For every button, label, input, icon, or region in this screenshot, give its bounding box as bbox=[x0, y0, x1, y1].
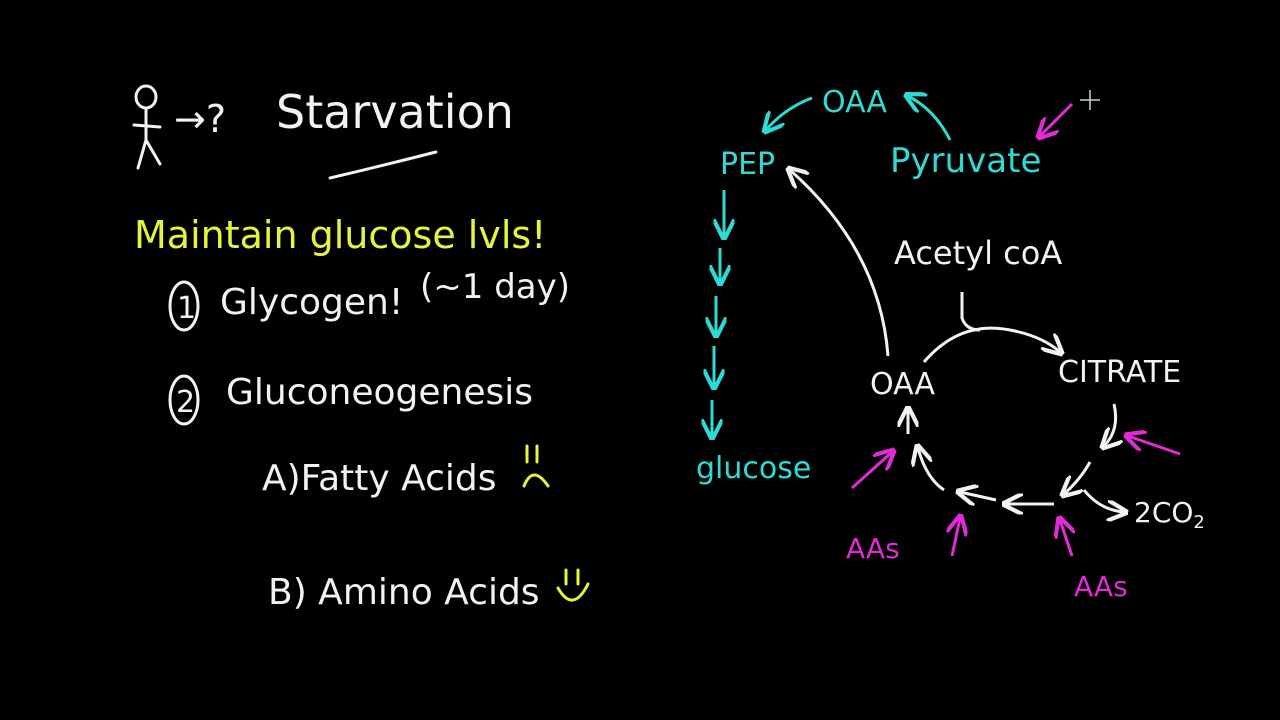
arrow-oaa-to-pep-long bbox=[790, 170, 890, 357]
item1-number: 1 bbox=[177, 291, 196, 326]
happy-face-icon bbox=[556, 568, 590, 602]
label-pep: PEP bbox=[720, 147, 775, 182]
item1-note: (~1 day) bbox=[420, 267, 570, 307]
sub-a-fatty-acids: A)Fatty Acids bbox=[262, 458, 497, 499]
arrow-magenta-aas-left bbox=[850, 452, 892, 490]
arrow-oaa-to-citrate bbox=[922, 326, 1060, 363]
item2-circle bbox=[168, 374, 200, 426]
item1-glycogen: Glycogen! bbox=[220, 282, 403, 323]
label-oaa-top: OAA bbox=[822, 85, 887, 120]
arrow-cycle-left-up bbox=[918, 448, 945, 492]
arrow-magenta-bottom-right bbox=[1060, 520, 1072, 557]
label-aas-left: AAs bbox=[846, 532, 900, 565]
sad-face-icon bbox=[522, 444, 550, 488]
sub-b-amino-acids: B) Amino Acids bbox=[268, 572, 540, 613]
label-citrate: CITRATE bbox=[1058, 355, 1181, 390]
arrow-to-2co2 bbox=[1082, 489, 1124, 512]
label-acetyl-coa: Acetyl coA bbox=[894, 234, 1062, 272]
label-oaa-cycle: OAA bbox=[870, 367, 935, 402]
item2-gluconeogenesis: Gluconeogenesis bbox=[226, 372, 533, 413]
arrow-cycle-bottom-2 bbox=[960, 492, 997, 500]
label-glucose: glucose bbox=[696, 451, 811, 486]
arrow-oaa-to-pep bbox=[766, 96, 813, 130]
arrow-question: →? bbox=[174, 97, 226, 141]
glucose-down-arrows bbox=[712, 190, 724, 436]
arrow-citrate-down bbox=[1104, 403, 1116, 446]
cursor-crosshair-icon bbox=[1080, 90, 1100, 110]
arrow-magenta-to-pyruvate bbox=[1040, 102, 1074, 136]
item2-number: 2 bbox=[176, 385, 195, 420]
acetyl-stem bbox=[960, 292, 981, 332]
label-aas-right: AAs bbox=[1074, 570, 1128, 603]
title-underline bbox=[328, 150, 438, 180]
item1-circle bbox=[168, 280, 200, 332]
label-pyruvate: Pyruvate bbox=[890, 141, 1041, 181]
arrow-cycle-right-down bbox=[1064, 461, 1092, 494]
arrow-magenta-to-citrate bbox=[1128, 436, 1181, 456]
label-2co2: 2CO2 bbox=[1134, 496, 1205, 533]
arrow-pyruvate-to-oaa bbox=[908, 96, 952, 141]
title-starvation: Starvation bbox=[276, 85, 514, 139]
heading-maintain-glucose: Maintain glucose lvls! bbox=[134, 213, 546, 257]
arrow-magenta-bottom-mid bbox=[952, 518, 960, 557]
stick-figure-icon bbox=[132, 84, 162, 170]
